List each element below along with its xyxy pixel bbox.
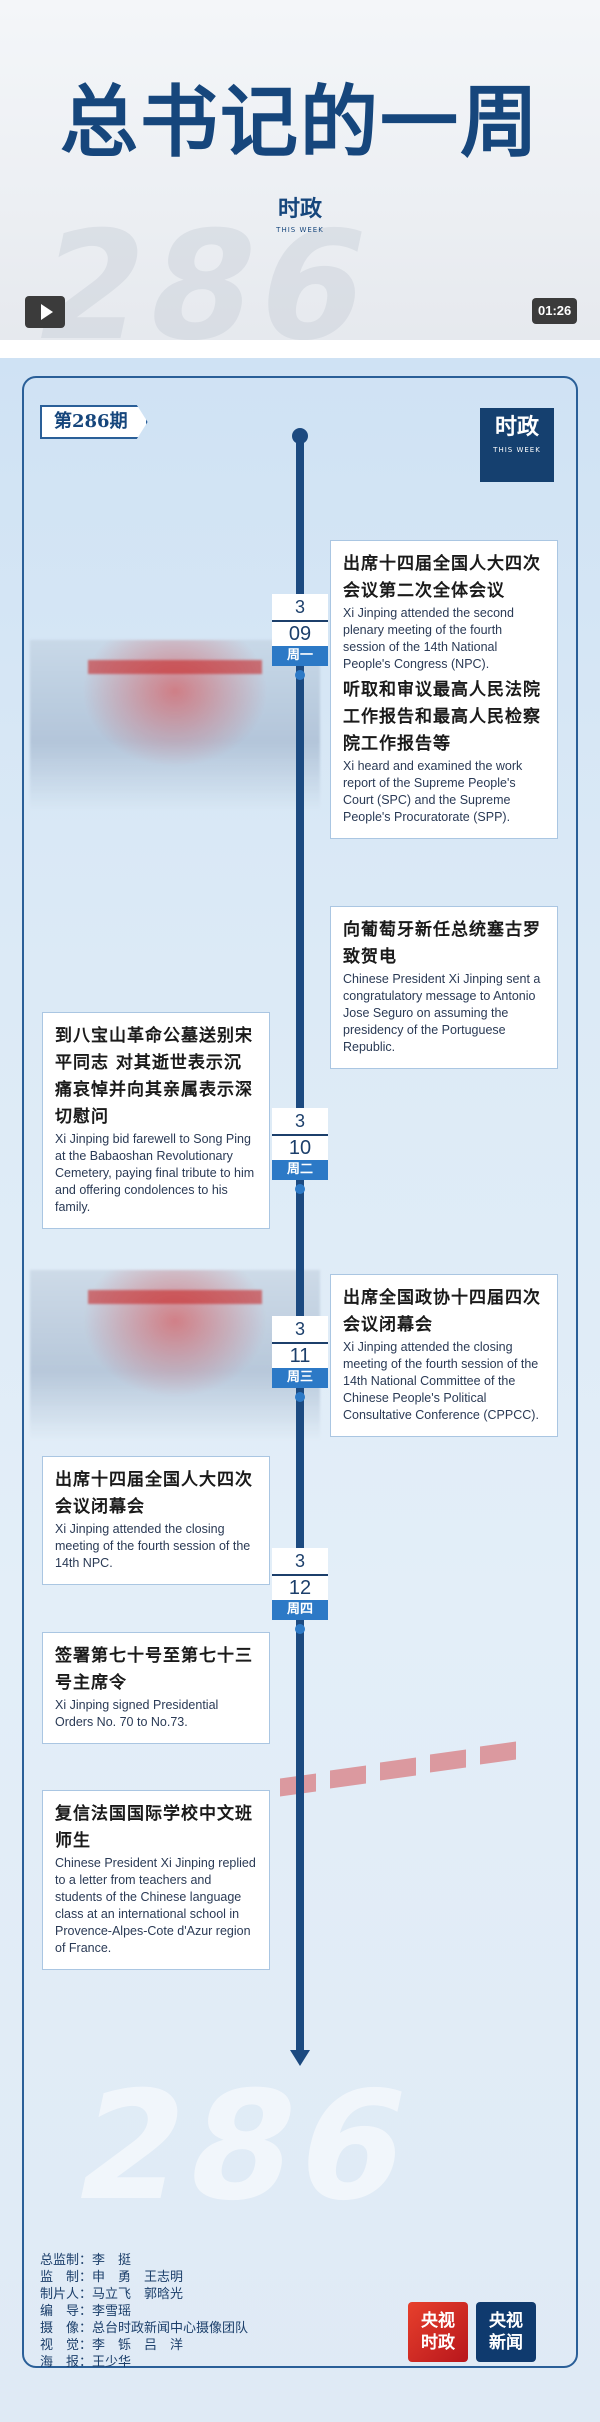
logo-text-top: 央视 bbox=[421, 2311, 455, 2331]
date-day: 12 bbox=[272, 1574, 328, 1600]
event-desc-en: Xi Jinping attended the closing meeting … bbox=[343, 1340, 539, 1422]
event-title-zh: 出席十四届全国人大四次会议闭幕会 bbox=[55, 1470, 253, 1517]
event-desc-en: Chinese President Xi Jinping sent a cong… bbox=[343, 972, 541, 1054]
date-tag: 3 09 周一 bbox=[272, 594, 328, 680]
this-week-logo: 时政 THIS WEEK bbox=[480, 408, 554, 482]
date-month: 3 bbox=[272, 1316, 328, 1342]
credit-row: 编 导：李雪瑶 bbox=[40, 2303, 248, 2320]
event-desc-en: Xi Jinping signed Presidential Orders No… bbox=[55, 1698, 219, 1729]
play-icon bbox=[40, 304, 53, 320]
credit-value: 王少华 bbox=[92, 2355, 132, 2370]
timeline-dot bbox=[295, 1184, 305, 1194]
logo-sub-text: THIS WEEK bbox=[276, 226, 324, 234]
credit-row: 监 制：申 勇 王志明 bbox=[40, 2269, 248, 2286]
credit-row: 摄 像：总台时政新闻中心摄像团队 bbox=[40, 2320, 248, 2337]
event-card: 出席十四届全国人大四次会议第二次全体会议 Xi Jinping attended… bbox=[330, 540, 558, 839]
timeline-line bbox=[296, 434, 304, 2056]
credit-label: 制片人： bbox=[40, 2287, 93, 2302]
credit-label: 总监制： bbox=[40, 2253, 93, 2268]
credit-label: 视 觉： bbox=[40, 2338, 93, 2353]
event-desc-en: Xi heard and examined the work report of… bbox=[343, 759, 523, 824]
timeline-dot bbox=[295, 1392, 305, 1402]
credit-label: 监 制： bbox=[40, 2270, 93, 2285]
video-player[interactable]: 286 总书记的一周 时政 THIS WEEK 01:26 bbox=[0, 0, 600, 340]
event-card: 出席全国政协十四届四次会议闭幕会 Xi Jinping attended the… bbox=[330, 1274, 558, 1437]
date-month: 3 bbox=[272, 1548, 328, 1574]
cctv-news-logo: 央视 新闻 bbox=[476, 2302, 536, 2362]
credit-value: 李 挺 bbox=[92, 2253, 132, 2268]
credit-value: 李 铄 吕 洋 bbox=[92, 2338, 184, 2353]
date-day: 09 bbox=[272, 620, 328, 646]
credit-label: 海 报： bbox=[40, 2355, 93, 2370]
timeline-dot bbox=[295, 670, 305, 680]
hall-background-image bbox=[30, 1270, 320, 1440]
credit-label: 编 导： bbox=[40, 2304, 93, 2319]
event-title-zh: 复信法国国际学校中文班师生 bbox=[55, 1804, 253, 1851]
date-weekday: 周三 bbox=[272, 1368, 328, 1388]
credit-value: 李雪瑶 bbox=[92, 2304, 132, 2319]
event-card: 签署第七十号至第七十三号主席令 Xi Jinping signed Presid… bbox=[42, 1632, 270, 1744]
timeline-dot bbox=[295, 1624, 305, 1634]
video-title: 总书记的一周 bbox=[59, 77, 540, 168]
event-desc-en: Xi Jinping bid farewell to Song Ping at … bbox=[55, 1132, 255, 1214]
credit-row: 总监制：李 挺 bbox=[40, 2252, 248, 2269]
event-title-zh: 出席全国政协十四届四次会议闭幕会 bbox=[343, 1288, 541, 1335]
logo-text-bottom: 时政 bbox=[421, 2333, 455, 2353]
date-weekday: 周二 bbox=[272, 1160, 328, 1180]
logo-text-top: 央视 bbox=[489, 2311, 523, 2331]
logo-sub-text: THIS WEEK bbox=[493, 446, 541, 454]
credit-value: 总台时政新闻中心摄像团队 bbox=[92, 2321, 249, 2336]
poster-frame bbox=[22, 376, 578, 2368]
hall-background-image bbox=[30, 640, 320, 810]
date-month: 3 bbox=[272, 594, 328, 620]
credits: 总监制：李 挺 监 制：申 勇 王志明 制片人：马立飞 郭晗光 编 导：李雪瑶 … bbox=[40, 2252, 248, 2371]
date-month: 3 bbox=[272, 1108, 328, 1134]
credit-label: 摄 像： bbox=[40, 2321, 93, 2336]
date-day: 11 bbox=[272, 1342, 328, 1368]
event-card: 到八宝山革命公墓送别宋平同志 对其逝世表示沉痛哀悼并向其亲属表示深切慰问 Xi … bbox=[42, 1012, 270, 1229]
event-desc-en: Xi Jinping attended the second plenary m… bbox=[343, 606, 514, 671]
credit-row: 视 觉：李 铄 吕 洋 bbox=[40, 2337, 248, 2354]
event-card: 出席十四届全国人大四次会议闭幕会 Xi Jinping attended the… bbox=[42, 1456, 270, 1585]
issue-badge: 第286期 bbox=[40, 405, 148, 439]
event-title-zh: 向葡萄牙新任总统塞古罗致贺电 bbox=[343, 920, 541, 967]
credit-row: 海 报：王少华 bbox=[40, 2354, 248, 2371]
cctv-politics-logo: 央视 时政 bbox=[408, 2302, 468, 2362]
timeline-start-dot bbox=[292, 428, 308, 444]
event-desc-en: Xi Jinping attended the closing meeting … bbox=[55, 1522, 251, 1570]
date-weekday: 周一 bbox=[272, 646, 328, 666]
logo-main-text: 时政 bbox=[494, 414, 539, 440]
event-card: 向葡萄牙新任总统塞古罗致贺电 Chinese President Xi Jinp… bbox=[330, 906, 558, 1069]
credit-value: 马立飞 郭晗光 bbox=[92, 2287, 184, 2302]
logo-text-bottom: 新闻 bbox=[489, 2333, 523, 2353]
event-title-zh: 签署第七十号至第七十三号主席令 bbox=[55, 1646, 253, 1693]
date-tag: 3 11 周三 bbox=[272, 1316, 328, 1402]
play-button[interactable] bbox=[25, 296, 65, 328]
video-duration: 01:26 bbox=[532, 298, 578, 324]
date-weekday: 周四 bbox=[272, 1600, 328, 1620]
event-title-zh: 出席十四届全国人大四次会议第二次全体会议 bbox=[343, 554, 541, 601]
date-day: 10 bbox=[272, 1134, 328, 1160]
logo-main-text: 时政 bbox=[277, 196, 322, 222]
video-watermark: 286 bbox=[21, 200, 390, 340]
event-title-zh: 到八宝山革命公墓送别宋平同志 对其逝世表示沉痛哀悼并向其亲属表示深切慰问 bbox=[55, 1026, 253, 1127]
credit-value: 申 勇 王志明 bbox=[92, 2270, 184, 2285]
this-week-logo: 时政 THIS WEEK bbox=[272, 198, 328, 254]
timeline-end-arrow-icon bbox=[290, 2050, 310, 2066]
event-desc-en: Chinese President Xi Jinping replied to … bbox=[55, 1856, 256, 1955]
event-title-zh: 听取和审议最高人民法院工作报告和最高人民检察院工作报告等 bbox=[343, 680, 541, 754]
credit-row: 制片人：马立飞 郭晗光 bbox=[40, 2286, 248, 2303]
date-tag: 3 10 周二 bbox=[272, 1108, 328, 1194]
event-card: 复信法国国际学校中文班师生 Chinese President Xi Jinpi… bbox=[42, 1790, 270, 1970]
date-tag: 3 12 周四 bbox=[272, 1548, 328, 1634]
